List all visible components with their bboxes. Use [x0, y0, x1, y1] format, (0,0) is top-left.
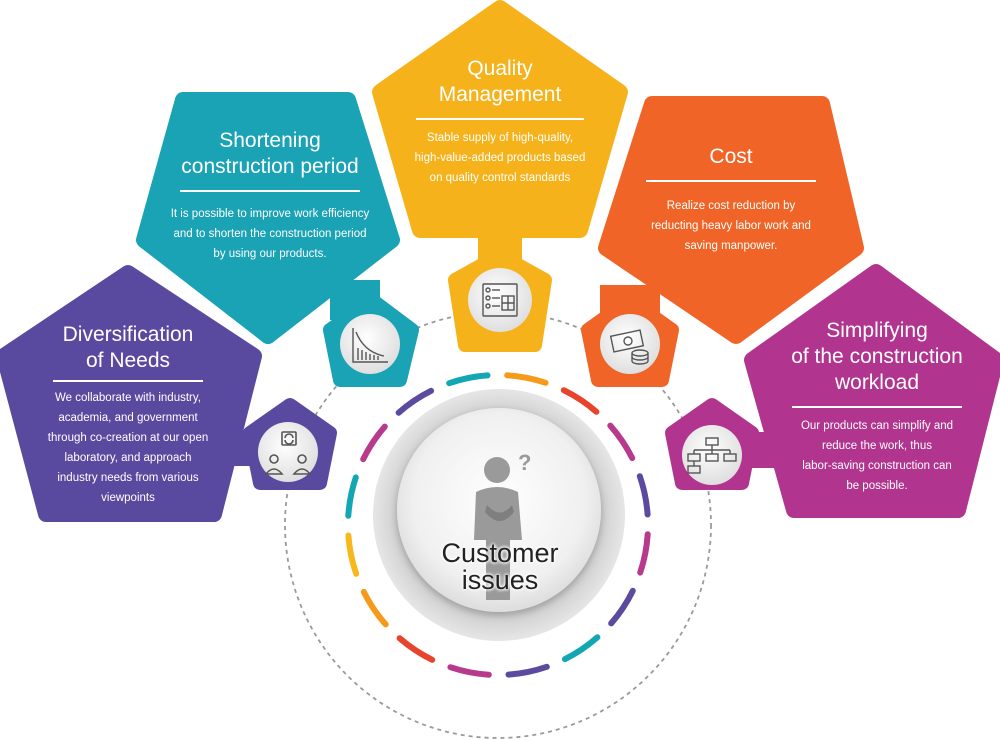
customer-issues-line2: issues	[461, 565, 539, 595]
simplifying-body-line1: Our products can simplify and	[800, 420, 954, 432]
quality-divider	[416, 118, 584, 120]
cost-title: Cost	[616, 144, 846, 170]
diversification-body-line4: laboratory, and approach	[64, 452, 192, 464]
shortening-body-line3: by using our products.	[213, 248, 327, 260]
ring-dash-segment	[504, 372, 549, 386]
shortening-body: It is possible to improve work efficienc…	[150, 204, 390, 264]
simplifying-body-line2: reduce the work, thus	[822, 440, 932, 452]
shortening-divider	[180, 190, 360, 192]
collaboration-icon	[264, 431, 312, 475]
simplifying-title-line2: of the construction	[791, 345, 963, 368]
shortening-body-line2: and to shorten the construction period	[173, 228, 367, 240]
shortening-title-line1: Shortening	[219, 129, 321, 152]
money-icon	[609, 329, 649, 365]
diversification-title-line2: of Needs	[85, 349, 171, 372]
quality-body-line3: on quality control standards	[429, 172, 571, 184]
cost-pentagon	[598, 96, 864, 344]
diversification-body-line3: through co-creation at our open	[47, 432, 209, 444]
simplifying-body: Our products can simplify and reduce the…	[772, 416, 982, 496]
ring-dash-segment	[395, 387, 435, 416]
thinking-person-icon: ?	[474, 450, 531, 600]
diversification-body-line5: industry needs from various	[57, 472, 199, 484]
ring-dash-segment	[345, 474, 359, 519]
ring-dash-segment	[447, 664, 492, 678]
svg-text:?: ?	[518, 450, 531, 475]
diversification-body-line6: viewpoints	[101, 492, 155, 504]
cost-text: Cost Realize cost reduction by reducting…	[616, 144, 846, 256]
cost-divider	[646, 180, 816, 182]
quality-title-line1: Quality	[467, 57, 533, 80]
quality-body-line1: Stable supply of high-quality,	[426, 132, 574, 144]
diversification-body: We collaborate with industry, academia, …	[28, 388, 228, 508]
card-shortening	[136, 92, 419, 387]
diversification-pentagon	[0, 265, 262, 522]
diversification-body-line2: academia, and government	[58, 412, 198, 424]
diversification-title-line1: Diversification	[62, 323, 194, 346]
card-simplifying	[665, 264, 1000, 518]
shortening-title: Shortening construction period	[150, 128, 390, 180]
flowchart-icon	[687, 437, 737, 474]
ring-dash-segment	[607, 422, 636, 462]
ring-dash-segment	[637, 531, 651, 576]
ring-dash-segment	[345, 532, 360, 577]
simplifying-title: Simplifying of the construction workload	[772, 318, 982, 396]
colored-dash-ring	[345, 372, 651, 678]
ring-dash-segment	[360, 588, 389, 628]
quality-title-line2: Management	[438, 83, 562, 106]
customer-issues-line1: Customer	[441, 538, 559, 568]
diversification-title: Diversification of Needs	[28, 322, 228, 374]
quality-body-line2: high-value-added products based	[414, 152, 586, 164]
ring-dash-segment	[505, 663, 550, 678]
customer-issues-label: Customer issues	[400, 540, 600, 594]
simplifying-body-line3: labor-saving construction can	[802, 460, 952, 472]
ring-dash-segment	[560, 387, 600, 415]
simplifying-title-line1: Simplifying	[826, 319, 928, 342]
cost-body: Realize cost reduction by reducting heav…	[616, 196, 846, 256]
cost-title-line1: Cost	[709, 145, 753, 168]
quality-body: Stable supply of high-quality, high-valu…	[390, 128, 610, 188]
ring-dash-segment	[446, 372, 491, 387]
diversification-text: Diversification of Needs We collaborate …	[28, 322, 228, 508]
quality-title: Quality Management	[390, 56, 610, 108]
simplifying-divider	[792, 406, 962, 408]
declining-chart-icon	[352, 328, 388, 363]
shortening-text: Shortening construction period It is pos…	[150, 128, 390, 264]
ring-dash-segment	[396, 635, 436, 663]
simplifying-pentagon	[744, 264, 1000, 518]
simplifying-title-line3: workload	[834, 371, 920, 394]
shortening-title-line2: construction period	[181, 155, 359, 178]
quality-text: Quality Management Stable supply of high…	[390, 56, 610, 188]
diversification-body-line1: We collaborate with industry,	[55, 392, 201, 404]
cost-body-line1: Realize cost reduction by	[666, 200, 796, 212]
card-diversification	[0, 265, 337, 522]
shortening-body-line1: It is possible to improve work efficienc…	[170, 208, 370, 220]
diversification-divider	[53, 380, 203, 382]
simplifying-text: Simplifying of the construction workload…	[772, 318, 982, 496]
ring-dash-segment	[608, 587, 636, 627]
ring-dash-segment	[561, 634, 601, 663]
cost-body-line3: saving manpower.	[684, 240, 778, 252]
ring-dash-segment	[360, 423, 388, 463]
simplifying-body-line4: be possible.	[846, 480, 908, 492]
ring-dash-segment	[636, 473, 651, 518]
cost-body-line2: reducting heavy labor work and	[651, 220, 811, 232]
card-cost	[581, 96, 864, 387]
checklist-icon	[482, 283, 518, 317]
